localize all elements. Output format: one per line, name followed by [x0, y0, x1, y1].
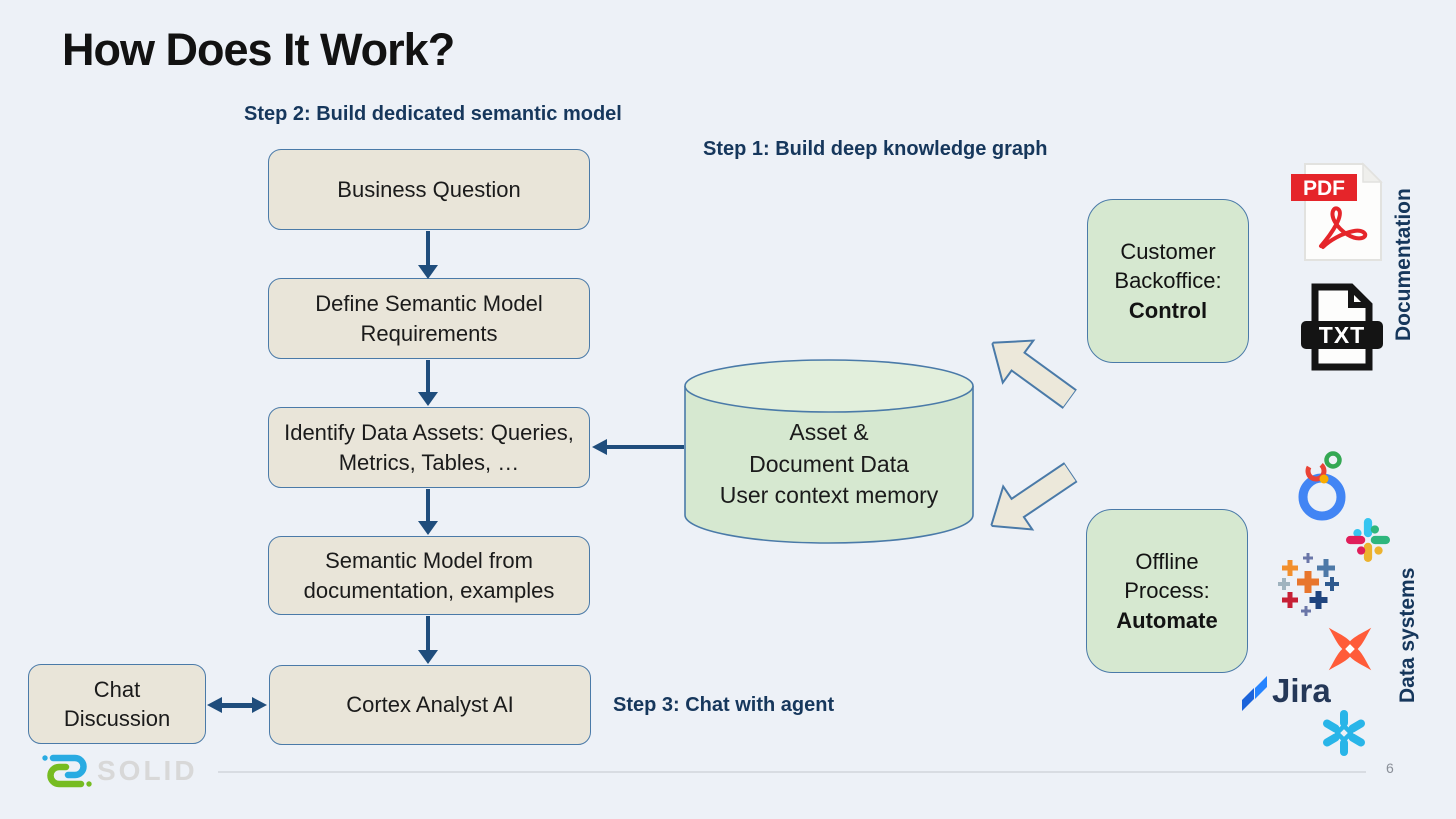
flow-box-cortex-analyst: Cortex Analyst AI	[269, 665, 591, 745]
looker-icon	[1298, 451, 1346, 521]
connector-line	[220, 703, 253, 708]
connector-line	[605, 445, 684, 449]
dbt-icon	[1328, 627, 1372, 671]
source-line: Customer	[1120, 239, 1216, 265]
flow-box-label: Cortex Analyst AI	[346, 692, 514, 718]
down-arrow-icon	[426, 489, 430, 522]
flow-box-semantic-model: Semantic Model from documentation, examp…	[268, 536, 590, 615]
source-line: Offline	[1135, 549, 1199, 575]
txt-file-icon: TXT	[1301, 283, 1383, 371]
cylinder-icon	[684, 359, 974, 544]
down-arrow-icon	[426, 231, 430, 266]
flow-box-business-question: Business Question	[268, 149, 590, 230]
flow-box-label: Business Question	[337, 176, 521, 202]
cylinder-line: Asset &	[789, 418, 869, 445]
flow-box-define-requirements: Define Semantic Model Requirements	[268, 278, 590, 359]
snowflake-icon	[1323, 710, 1365, 756]
left-arrowhead-icon	[592, 439, 607, 455]
down-arrow-icon	[426, 616, 430, 651]
slack-icon	[1346, 518, 1390, 562]
flow-box-identify-data-assets: Identify Data Assets: Queries, Metrics, …	[268, 407, 590, 488]
jira-icon	[1242, 676, 1267, 711]
txt-label: TXT	[1319, 322, 1365, 348]
knowledge-store-cylinder: Asset & Document Data User context memor…	[683, 358, 975, 545]
cylinder-line: User context memory	[719, 482, 939, 509]
data-systems-label: Data systems	[1396, 567, 1419, 703]
source-box-offline-process: Offline Process: Automate	[1086, 509, 1248, 673]
block-arrow-icon	[989, 461, 1079, 531]
solid-logo-text: SOLID	[97, 755, 198, 786]
flow-box-label: Define Semantic Model Requirements	[315, 291, 543, 346]
block-arrow-icon	[990, 339, 1078, 410]
flow-box-label: Semantic Model from documentation, examp…	[303, 548, 555, 603]
source-line: Backoffice:	[1114, 268, 1222, 294]
page-number: 6	[1386, 760, 1394, 776]
step3-label: Step 3: Chat with agent	[613, 694, 835, 716]
documentation-label: Documentation	[1392, 188, 1415, 342]
source-line: Process:	[1124, 578, 1210, 604]
pdf-file-icon: PDF	[1291, 162, 1383, 261]
left-arrowhead-icon	[207, 697, 222, 713]
pdf-label: PDF	[1303, 177, 1345, 200]
solid-logo-icon	[42, 754, 92, 788]
cylinder-line: Document Data	[749, 450, 909, 477]
source-emphasis: Automate	[1116, 607, 1218, 633]
step1-label: Step 1: Build deep knowledge graph	[703, 138, 1048, 160]
page-title: How Does It Work?	[62, 24, 455, 75]
flow-box-label: Identify Data Assets: Queries, Metrics, …	[284, 420, 574, 475]
down-arrow-icon	[426, 360, 430, 393]
footer-divider	[218, 771, 1366, 773]
step2-label: Step 2: Build dedicated semantic model	[244, 103, 622, 125]
source-emphasis: Control	[1128, 297, 1208, 323]
flow-box-chat-discussion: Chat Discussion	[28, 664, 206, 744]
jira-label: Jira	[1272, 672, 1331, 709]
source-box-customer-backoffice: Customer Backoffice: Control	[1087, 199, 1249, 363]
flow-box-label: Chat Discussion	[63, 676, 171, 731]
tableau-icon	[1278, 553, 1339, 616]
right-arrowhead-icon	[252, 697, 267, 713]
